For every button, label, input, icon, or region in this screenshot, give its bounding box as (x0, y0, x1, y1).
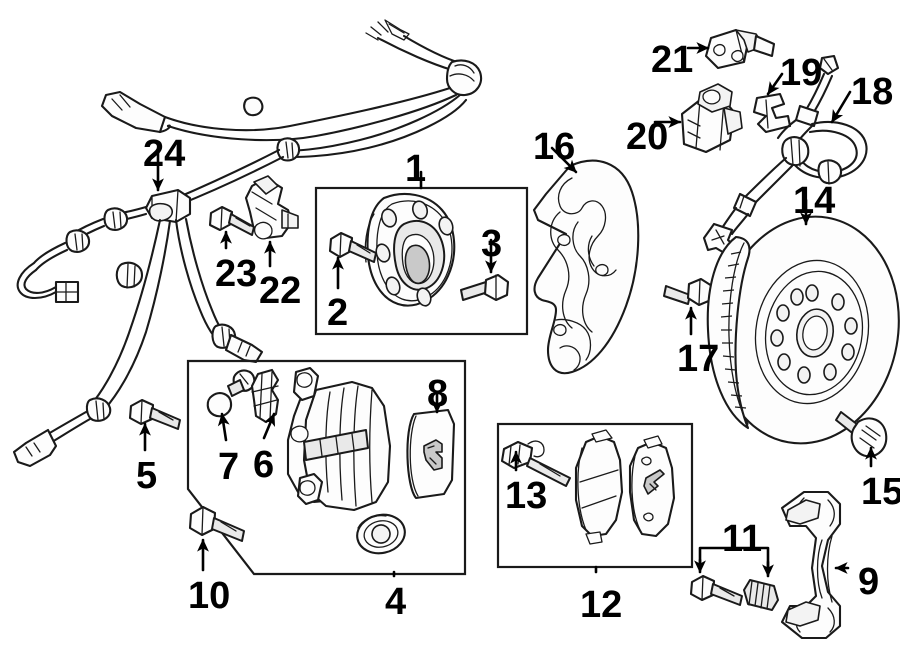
callout-8: 8 (427, 373, 449, 415)
callout-11: 11 (722, 518, 763, 560)
callout-24: 24 (143, 133, 186, 175)
callout-5: 5 (136, 455, 158, 497)
callout-15: 15 (861, 471, 900, 513)
caliper-box (186, 359, 467, 576)
brake-rotor-disc (706, 215, 900, 445)
hub-flange-bolt-3 (460, 273, 510, 302)
callout-7: 7 (218, 446, 240, 488)
hose-bracket-lower-20 (680, 83, 743, 154)
brake-caliper (286, 366, 406, 555)
callout-4: 4 (385, 581, 407, 623)
guide-bushing-11b (743, 579, 779, 611)
callout-23: 23 (215, 253, 258, 295)
brake-hose (702, 54, 868, 256)
hub-mounting-bolt-2 (328, 231, 377, 263)
abs-wheel-speed-sensor (244, 175, 299, 240)
callout-12: 12 (580, 584, 623, 626)
callout-13: 13 (505, 475, 548, 517)
callout-1: 1 (405, 148, 427, 190)
callout-3: 3 (481, 223, 503, 265)
caliper-mounting-bracket-9 (780, 490, 842, 640)
callout-21: 21 (651, 39, 694, 81)
callout-22: 22 (259, 270, 302, 312)
wheel-hub-bearing (364, 192, 456, 307)
callout-10: 10 (188, 575, 231, 617)
callout-17: 17 (677, 338, 720, 380)
abs-wiring-harness (12, 19, 483, 468)
abs-sensor-bolt (208, 205, 255, 236)
callout-19: 19 (780, 52, 823, 94)
caliper-bleeder-screw-7 (206, 369, 256, 418)
callout-16: 16 (533, 126, 576, 168)
callout-6: 6 (253, 444, 275, 486)
brake-dust-splash-shield (532, 159, 640, 375)
callout-leaders (139, 42, 877, 578)
caliper-guide-pin-6 (250, 368, 280, 424)
callout-2: 2 (327, 292, 349, 334)
caliper-bracket-bolt-10 (188, 505, 245, 542)
splash-shield-bolt-17 (663, 277, 714, 307)
callout-18: 18 (851, 71, 894, 113)
brake-hose-clip-19 (752, 92, 792, 134)
caliper-cover-r-logo-8 (406, 408, 456, 500)
brake-pad-inner (574, 429, 624, 545)
hose-bracket-upper-21 (704, 28, 776, 70)
callout-20: 20 (626, 116, 669, 158)
caliper-guide-bolt-5 (128, 398, 181, 430)
rotor-retaining-screw-15 (835, 411, 888, 458)
brake-pad-outer (628, 435, 676, 538)
callout-14: 14 (793, 180, 836, 222)
guide-bolt-11 (689, 574, 743, 606)
callout-9: 9 (858, 561, 880, 603)
